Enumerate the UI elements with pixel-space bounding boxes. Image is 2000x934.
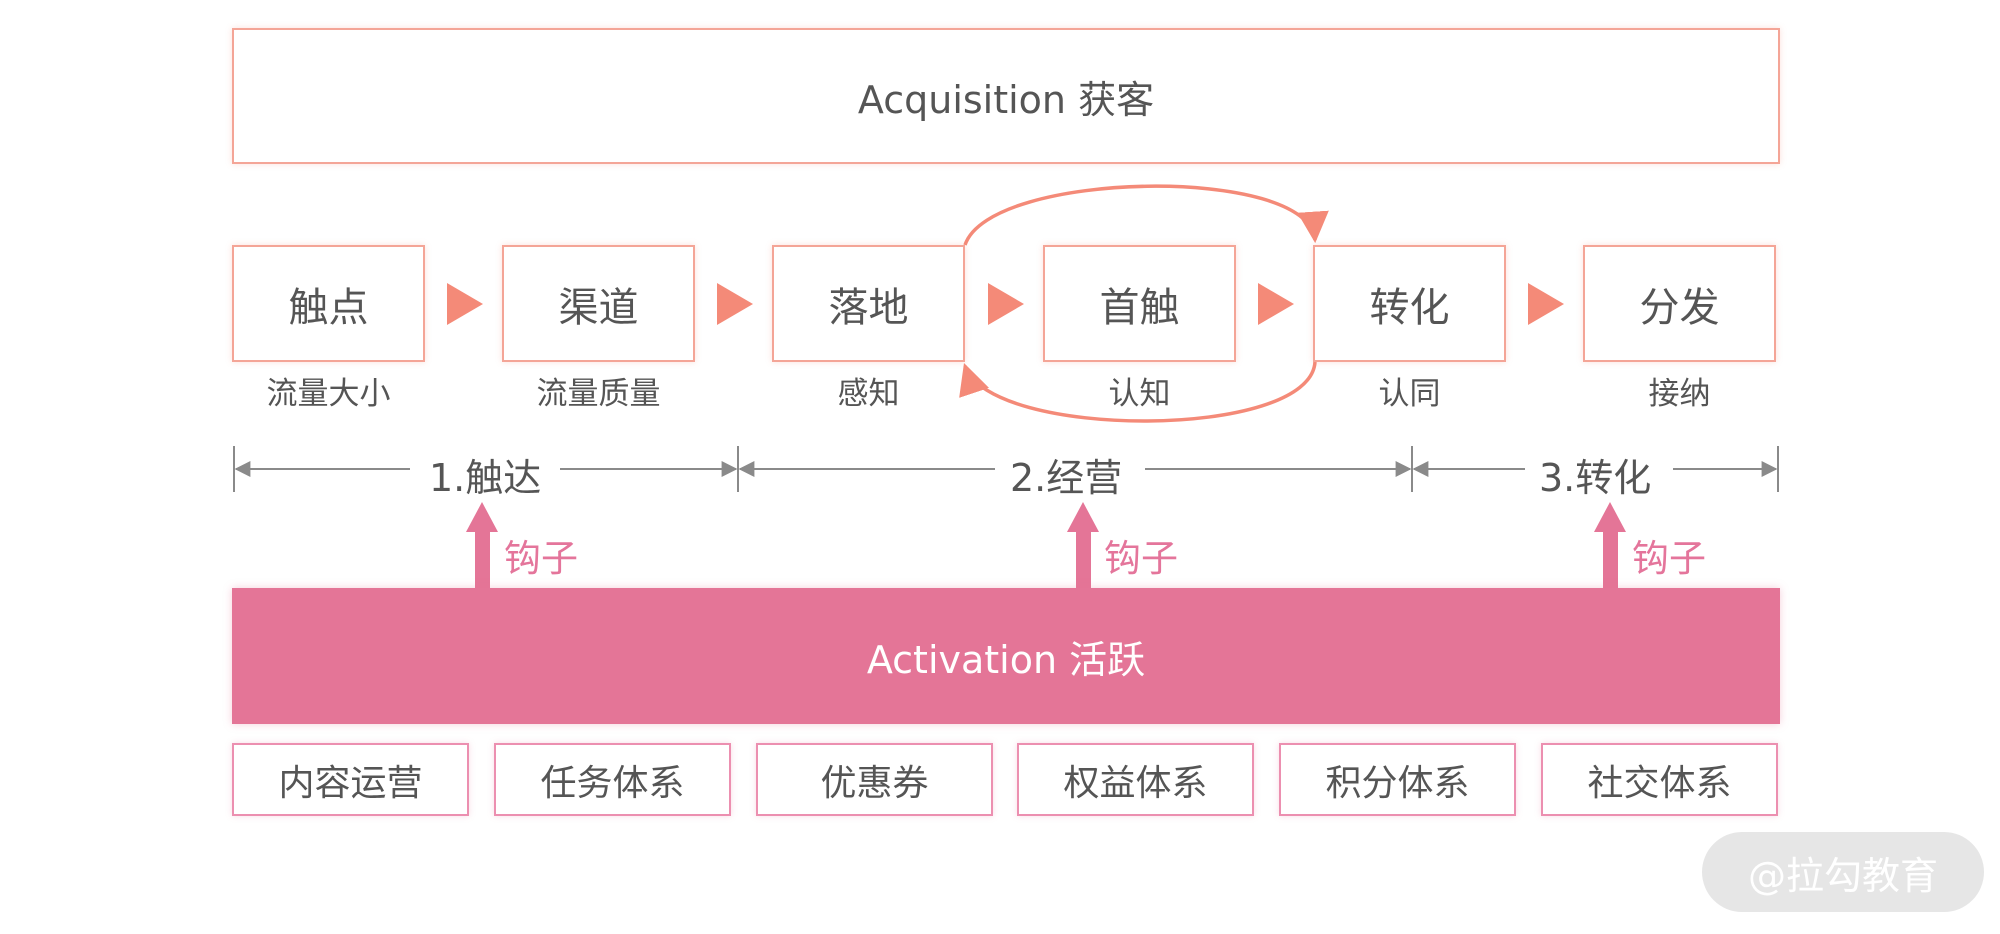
system-box-benefits: 权益体系 bbox=[1017, 743, 1254, 816]
stage-sublabel: 流量大小 bbox=[266, 376, 391, 412]
acquisition-label: Acquisition 获客 bbox=[857, 77, 1155, 122]
system-label: 积分体系 bbox=[1325, 762, 1470, 804]
stage-sublabel: 接纳 bbox=[1648, 376, 1711, 412]
system-label: 内容运营 bbox=[278, 762, 423, 804]
system-box-coupon: 优惠券 bbox=[756, 743, 993, 816]
phase-label-convert: 3.转化 bbox=[1527, 447, 1664, 502]
stage-box-distribution: 分发 bbox=[1583, 245, 1776, 362]
stage-sublabel: 感知 bbox=[837, 376, 900, 412]
watermark-label: @拉勾教育 bbox=[1747, 853, 1938, 898]
system-label: 权益体系 bbox=[1063, 762, 1208, 804]
stage-label: 触点 bbox=[288, 284, 369, 331]
system-label: 优惠券 bbox=[820, 762, 929, 804]
flow-arrow-icon bbox=[717, 283, 753, 325]
stage-label: 分发 bbox=[1639, 284, 1720, 331]
stage-sublabel: 认同 bbox=[1378, 376, 1441, 412]
system-box-task: 任务体系 bbox=[494, 743, 731, 816]
system-box-points: 积分体系 bbox=[1279, 743, 1516, 816]
stage-box-channel: 渠道 bbox=[502, 245, 695, 362]
flow-arrow-icon bbox=[447, 283, 483, 325]
system-box-social: 社交体系 bbox=[1541, 743, 1778, 816]
loop-bottom-arc bbox=[959, 361, 1317, 423]
stage-box-conversion: 转化 bbox=[1313, 245, 1506, 362]
phase-label-operate: 2.经营 bbox=[998, 447, 1135, 502]
loop-top-arc bbox=[963, 184, 1329, 246]
watermark-badge: @拉勾教育 bbox=[1702, 832, 1984, 912]
stage-box-first-touch: 首触 bbox=[1043, 245, 1236, 362]
phase-label-reach: 1.触达 bbox=[417, 447, 554, 502]
flow-arrow-icon bbox=[1528, 283, 1564, 325]
stage-label: 落地 bbox=[828, 284, 909, 331]
hook-label: 钩子 bbox=[1632, 537, 1706, 580]
acquisition-box: Acquisition 获客 bbox=[232, 28, 1780, 164]
stage-label: 渠道 bbox=[558, 284, 639, 331]
flow-arrow-icon bbox=[988, 283, 1024, 325]
activation-label: Activation 活跃 bbox=[866, 637, 1146, 682]
hook-arrow-1 bbox=[466, 502, 498, 590]
activation-box: Activation 活跃 bbox=[232, 588, 1780, 724]
stage-sublabel: 认知 bbox=[1108, 376, 1171, 412]
system-label: 社交体系 bbox=[1587, 762, 1732, 804]
hook-label: 钩子 bbox=[504, 537, 578, 580]
flow-arrow-icon bbox=[1258, 283, 1294, 325]
hook-arrow-3 bbox=[1594, 502, 1626, 590]
hook-arrow-2 bbox=[1067, 502, 1099, 590]
system-box-content-ops: 内容运营 bbox=[232, 743, 469, 816]
stage-box-touchpoint: 触点 bbox=[232, 245, 425, 362]
stage-sublabel: 流量质量 bbox=[536, 376, 661, 412]
stage-label: 首触 bbox=[1099, 284, 1180, 331]
system-label: 任务体系 bbox=[540, 762, 685, 804]
stage-box-landing: 落地 bbox=[772, 245, 965, 362]
stage-label: 转化 bbox=[1369, 284, 1450, 331]
hook-label: 钩子 bbox=[1104, 537, 1178, 580]
